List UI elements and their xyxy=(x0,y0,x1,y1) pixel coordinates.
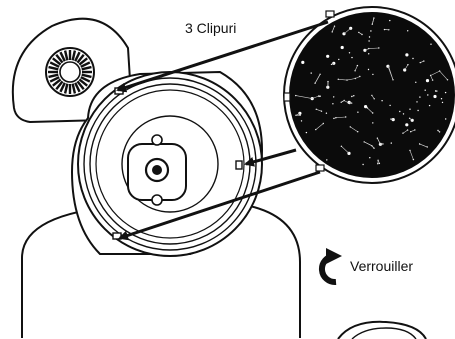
speaker-grille-icon xyxy=(46,48,94,96)
clip-notch-bottom xyxy=(113,233,121,239)
second-unit-partial xyxy=(338,322,426,339)
camera-lens-icon xyxy=(146,159,168,181)
star-map-disc xyxy=(284,7,455,183)
clip-notch-right xyxy=(236,161,242,169)
rotate-clockwise-arrow-icon xyxy=(322,248,342,282)
clips-label: 3 Clipuri xyxy=(185,20,236,36)
lens-housing xyxy=(128,135,186,205)
lock-label: Verrouiller xyxy=(350,258,413,274)
